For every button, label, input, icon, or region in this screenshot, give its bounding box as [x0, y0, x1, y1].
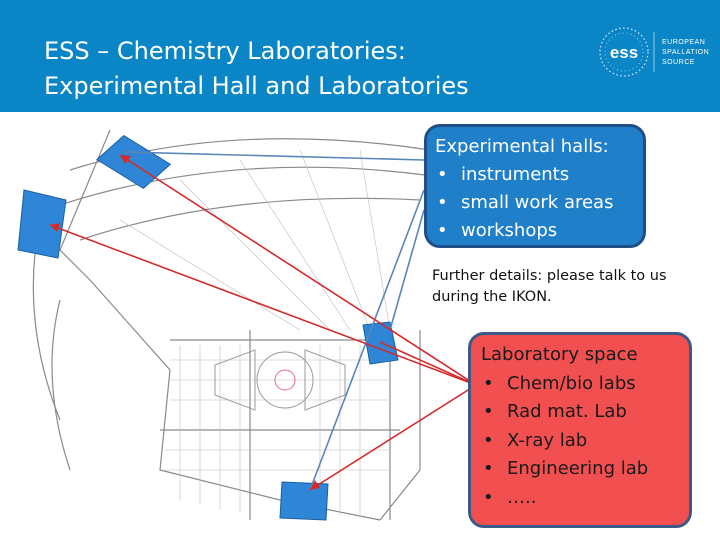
arrow-heads: [50, 155, 320, 490]
logo-text-line-3: SOURCE: [662, 59, 695, 66]
arrow-red-4: [309, 384, 477, 491]
lab-block-bottom: [279, 481, 329, 521]
arrow-red-2: [119, 154, 477, 386]
lab-block-left: [17, 189, 67, 259]
header-bar: ESS – Chemistry Laboratories: Experiment…: [0, 0, 720, 112]
halls-item: instruments: [435, 161, 635, 189]
halls-heading: Experimental halls:: [435, 136, 609, 157]
further-details-note: Further details: please talk to us durin…: [432, 266, 712, 308]
floor-plan-grid: [119, 149, 391, 518]
arrow-blue-3: [389, 209, 425, 331]
ess-logo-icon: ess: [599, 27, 655, 77]
halls-list: instruments small work areas workshops: [435, 161, 635, 245]
target-structure: [214, 349, 346, 411]
arrow-blue-1: [123, 151, 425, 161]
laboratory-space-box: Laboratory space Chem/bio labs Rad mat. …: [468, 332, 692, 528]
halls-item: workshops: [435, 217, 635, 245]
title-line-1: ESS – Chemistry Laboratories:: [44, 37, 406, 65]
labs-heading: Laboratory space: [481, 344, 638, 365]
annotation-arrows: [49, 151, 477, 491]
arrow-blue-2: [309, 189, 425, 491]
labs-item: X-ray lab: [481, 427, 679, 456]
slide-title: ESS – Chemistry Laboratories: Experiment…: [44, 34, 469, 104]
arrow-red-3: [379, 341, 477, 386]
arrow-red-1: [49, 224, 477, 386]
halls-item: small work areas: [435, 189, 635, 217]
experimental-halls-box: Experimental halls: instruments small wo…: [424, 124, 646, 248]
labs-item: Engineering lab: [481, 455, 679, 484]
labs-list: Chem/bio labs Rad mat. Lab X-ray lab Eng…: [481, 370, 679, 513]
floor-plan: [17, 129, 477, 521]
lab-blocks: [17, 134, 399, 521]
logo-text-line-1: EUROPEAN: [662, 39, 706, 46]
note-line-2: during the IKON.: [432, 289, 552, 305]
logo-text-line-2: SPALLATION: [662, 49, 710, 56]
note-line-1: Further details: please talk to us: [432, 268, 667, 284]
labs-item: Rad mat. Lab: [481, 398, 679, 427]
labs-item: …..: [481, 484, 679, 513]
labs-item: Chem/bio labs: [481, 370, 679, 399]
logo-mark: ess: [610, 43, 638, 62]
title-line-2: Experimental Hall and Laboratories: [44, 72, 469, 100]
logo-text: EUROPEAN SPALLATION SOURCE: [662, 38, 709, 68]
